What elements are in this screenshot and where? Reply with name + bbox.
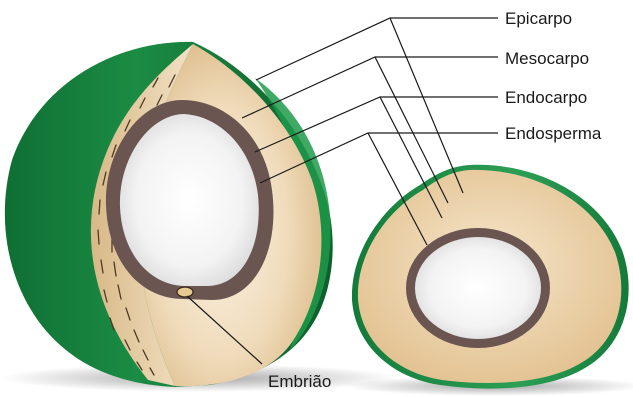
embryo — [177, 287, 193, 297]
label-endosperma: Endosperma — [505, 125, 601, 142]
label-epicarpo: Epicarpo — [505, 10, 572, 27]
leader-epicarpo-left — [256, 18, 498, 80]
leader-epicarpo-right — [390, 18, 463, 193]
cross-section-coconut — [352, 165, 629, 389]
right-endosperm — [415, 237, 541, 339]
label-endocarpo: Endocarpo — [505, 89, 587, 106]
whole-coconut-section — [5, 42, 333, 387]
label-embriao: Embrião — [268, 373, 331, 390]
label-mesocarpo: Mesocarpo — [505, 50, 589, 67]
